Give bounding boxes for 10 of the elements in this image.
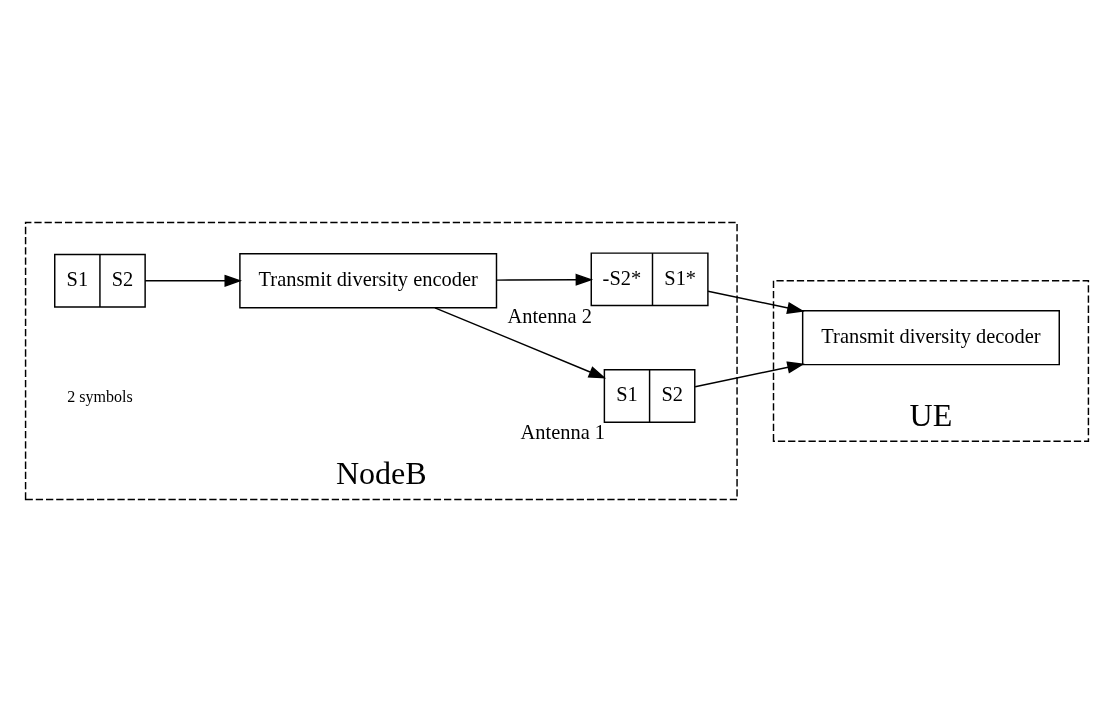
node-label: Antenna 2: [507, 304, 592, 327]
node-box: Transmit diversity decoder: [801, 309, 1060, 365]
arrow: [434, 306, 607, 379]
label: 2 symbols: [67, 387, 133, 405]
node-label: Antenna 1: [520, 420, 606, 443]
node-box: Transmit diversity encoder: [239, 252, 498, 309]
arrow: [694, 360, 805, 387]
arrow: [495, 273, 594, 286]
arrow: [707, 290, 805, 314]
arrow: [144, 274, 242, 287]
